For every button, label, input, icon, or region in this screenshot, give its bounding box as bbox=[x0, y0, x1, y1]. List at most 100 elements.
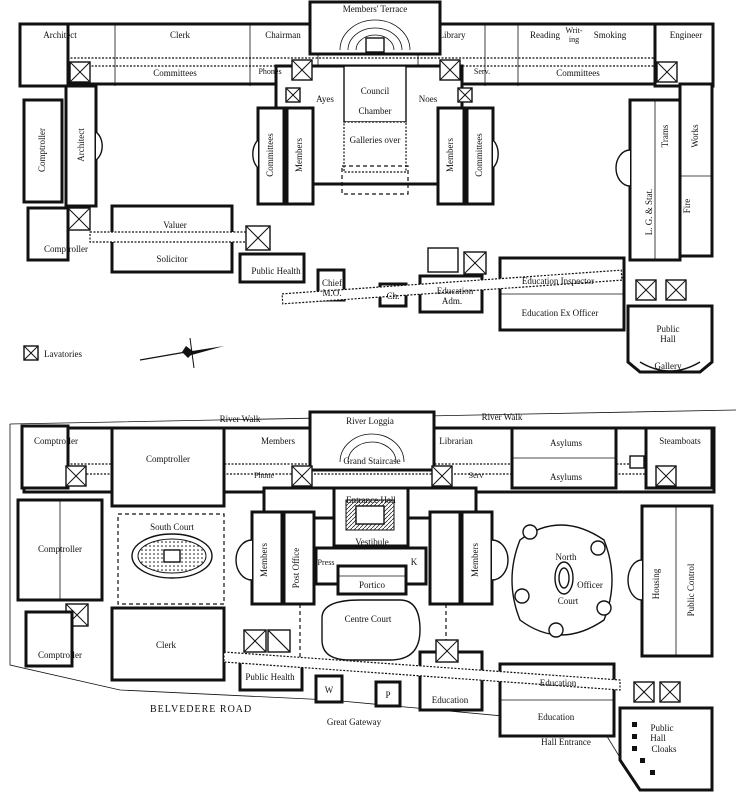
label-asylums-bottom: Asylums bbox=[550, 472, 583, 482]
works-wing bbox=[678, 82, 714, 258]
label-education-ex-officer: Education Ex Officer bbox=[522, 308, 599, 318]
label-great-gateway: Great Gateway bbox=[327, 717, 382, 727]
label-w: W bbox=[325, 685, 334, 695]
label-public-control: Public Control bbox=[686, 563, 696, 616]
comptroller-corner-tl bbox=[20, 424, 70, 490]
label-public-upper: Public bbox=[656, 324, 679, 334]
label-serv-upper: Serv. bbox=[474, 67, 490, 76]
label-members-terrace: Members' Terrace bbox=[343, 4, 408, 14]
label-comptroller-corner: Comptroller bbox=[44, 244, 88, 254]
members-wing-left bbox=[285, 106, 315, 206]
label-members-right: Members bbox=[470, 543, 480, 577]
label-chamber: Chamber bbox=[359, 106, 392, 116]
label-fire: Fire bbox=[682, 199, 692, 214]
label-education-adm-1: Education bbox=[437, 286, 474, 296]
label-lavatories: Lavatories bbox=[44, 349, 82, 359]
label-centre-court: Centre Court bbox=[345, 614, 392, 624]
label-comptroller-big: Comptroller bbox=[146, 454, 190, 464]
label-serv-lower: Serv bbox=[469, 471, 484, 480]
label-valuer: Valuer bbox=[163, 220, 187, 230]
comptroller-wing-upper bbox=[22, 98, 64, 204]
label-members-inner-right: Members bbox=[445, 138, 455, 172]
label-members-inner-left: Members bbox=[294, 138, 304, 172]
label-education-adm-2: Adm. bbox=[442, 296, 462, 306]
lower-public-hall bbox=[618, 706, 714, 792]
label-education-inspector: Education Inspector bbox=[522, 276, 594, 286]
label-hall-entrance: Hall Entrance bbox=[541, 737, 591, 747]
label-k: K bbox=[411, 557, 418, 567]
label-members-left: Members bbox=[259, 543, 269, 577]
w-room bbox=[314, 674, 344, 704]
label-library: Library bbox=[439, 30, 466, 40]
label-steamboats: Steamboats bbox=[659, 436, 701, 446]
label-gallery: Gallery bbox=[655, 361, 682, 371]
architect-wing bbox=[64, 84, 98, 208]
label-reading: Reading bbox=[530, 30, 560, 40]
label-writing-2: ing bbox=[569, 35, 579, 44]
label-hall-lower: Hall bbox=[650, 733, 666, 743]
label-grand-staircase: Grand Staircase bbox=[343, 456, 400, 466]
upper-floor-plan: Members' Terrace Architect Clerk Chairma… bbox=[18, 0, 715, 374]
label-chairman: Chairman bbox=[265, 30, 301, 40]
label-trams: Trams bbox=[660, 124, 670, 147]
label-ch: Ch. bbox=[387, 291, 400, 301]
label-committees-right: Committees bbox=[556, 68, 600, 78]
portico bbox=[336, 564, 408, 596]
label-post-office: Post Office bbox=[291, 548, 301, 589]
label-north: North bbox=[556, 552, 577, 562]
label-architect-top: Architect bbox=[43, 30, 77, 40]
label-phone: Phone bbox=[254, 471, 274, 480]
label-river-walk-left: River Walk bbox=[220, 414, 261, 424]
members-wing-right bbox=[436, 106, 466, 206]
label-public-health-lower: Public Health bbox=[245, 672, 295, 682]
north-court bbox=[511, 524, 613, 638]
label-architect-side: Architect bbox=[76, 128, 86, 162]
upper-public-health bbox=[238, 252, 306, 284]
label-education-bottom: Education bbox=[538, 712, 575, 722]
lower-floor-plan: River Walk River Walk River Loggia Grand… bbox=[9, 409, 736, 792]
housing-public-control-block bbox=[640, 504, 714, 658]
upper-public-hall bbox=[626, 304, 714, 374]
comptroller-big-room bbox=[110, 426, 226, 508]
south-court bbox=[117, 513, 225, 605]
label-portico: Portico bbox=[359, 580, 385, 590]
label-committees-left: Committees bbox=[153, 68, 197, 78]
label-hall-upper: Hall bbox=[660, 334, 676, 344]
label-comptroller-tl: Comptroller bbox=[34, 436, 78, 446]
label-court: Court bbox=[558, 596, 579, 606]
label-cloaks: Cloaks bbox=[651, 744, 676, 754]
comptroller-corner bbox=[26, 206, 70, 262]
post-office-wing bbox=[282, 510, 316, 606]
label-lg-stat: L. G. & Stat. bbox=[644, 189, 654, 236]
label-engineer: Engineer bbox=[670, 30, 702, 40]
label-south-court: South Court bbox=[150, 522, 194, 532]
label-committees-inner-left: Committees bbox=[265, 133, 275, 177]
label-p: P bbox=[385, 690, 390, 700]
centre-court bbox=[321, 599, 421, 661]
clerk-range bbox=[110, 606, 226, 682]
label-comptroller-wing: Comptroller bbox=[37, 128, 47, 172]
label-comptroller-bl: Comptroller bbox=[38, 650, 82, 660]
label-members-top: Members bbox=[261, 436, 295, 446]
label-phones: Phones bbox=[258, 67, 281, 76]
label-river-loggia: River Loggia bbox=[346, 416, 394, 426]
p-room bbox=[374, 680, 402, 708]
label-ayes: Ayes bbox=[316, 94, 334, 104]
label-committees-inner-right: Committees bbox=[474, 133, 484, 177]
committees-wing-right bbox=[465, 106, 495, 206]
members-wing-lower-right bbox=[428, 510, 462, 606]
label-entrance-hall: Entrance Hall bbox=[346, 495, 396, 505]
label-education-top: Education bbox=[540, 678, 577, 688]
label-officer: Officer bbox=[577, 580, 603, 590]
label-belvedere-road: BELVEDERE ROAD bbox=[150, 704, 252, 715]
label-press: Press bbox=[318, 558, 335, 567]
label-noes: Noes bbox=[419, 94, 438, 104]
label-clerk-upper: Clerk bbox=[170, 30, 190, 40]
label-housing: Housing bbox=[651, 568, 661, 599]
label-education-small: Education bbox=[432, 695, 469, 705]
label-vestibule: Vestibule bbox=[355, 537, 389, 547]
architect-pavilion bbox=[18, 22, 70, 88]
label-public-lower: Public bbox=[650, 723, 673, 733]
river-loggia bbox=[308, 410, 436, 472]
